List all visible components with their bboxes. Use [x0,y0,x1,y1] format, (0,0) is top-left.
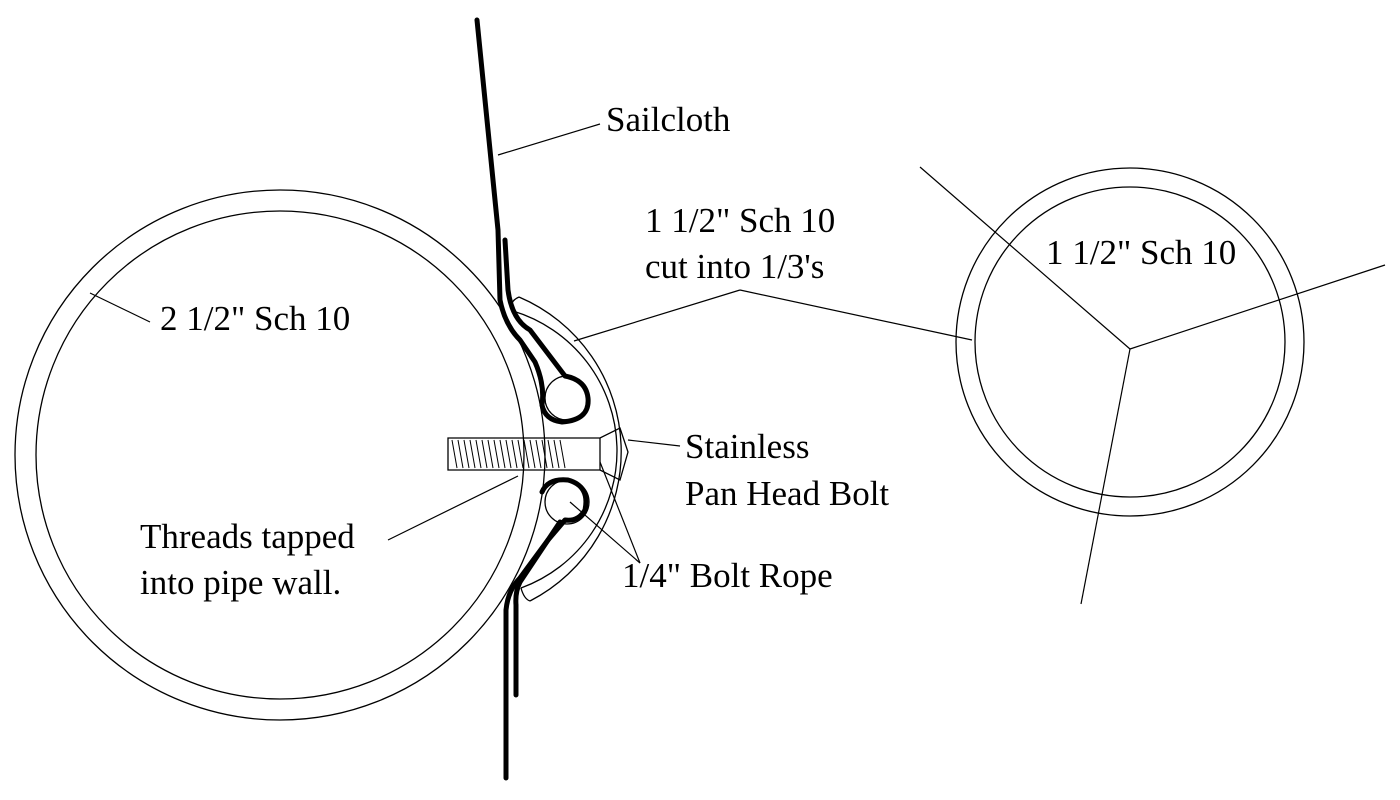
small-pipe-whole [919,166,1386,605]
label-small-pipe-cut-line1: 1 1/2" Sch 10 [645,201,836,240]
thread-line [541,439,548,469]
label-bolt-rope: 1/4" Bolt Rope [622,556,833,595]
label-bolt-line1: Stainless [685,427,810,466]
thread-line [505,439,512,469]
thread-line [457,439,464,469]
thread-line [535,439,542,469]
thread-line [493,439,500,469]
thread-line [463,439,470,469]
thread-line [469,439,476,469]
pan-head-bolt [447,427,629,481]
thread-line [499,439,506,469]
thread-line [451,439,458,469]
large-pipe [14,189,546,721]
sailcloth-line [474,17,591,781]
thread-line [517,439,524,469]
thread-line [529,439,536,469]
thread-line [553,439,560,469]
label-small-pipe-whole: 1 1/2" Sch 10 [1046,233,1237,272]
label-threads-line1: Threads tapped [140,517,355,556]
bolt-rope [544,375,590,525]
label-threads-line2: into pipe wall. [140,563,342,602]
label-large-pipe: 2 1/2" Sch 10 [160,299,351,338]
thread-line [481,439,488,469]
bolt-threads [451,439,566,469]
thread-line [559,439,566,469]
thread-line [475,439,482,469]
pipe-segment-clamp [510,296,622,602]
label-small-pipe-cut-line2: cut into 1/3's [645,247,825,286]
thread-line [523,439,530,469]
thread-line [487,439,494,469]
thread-line [547,439,554,469]
thread-line [511,439,518,469]
label-bolt-line2: Pan Head Bolt [685,474,890,513]
label-sailcloth: Sailcloth [606,100,731,139]
leader-lines [89,123,973,564]
